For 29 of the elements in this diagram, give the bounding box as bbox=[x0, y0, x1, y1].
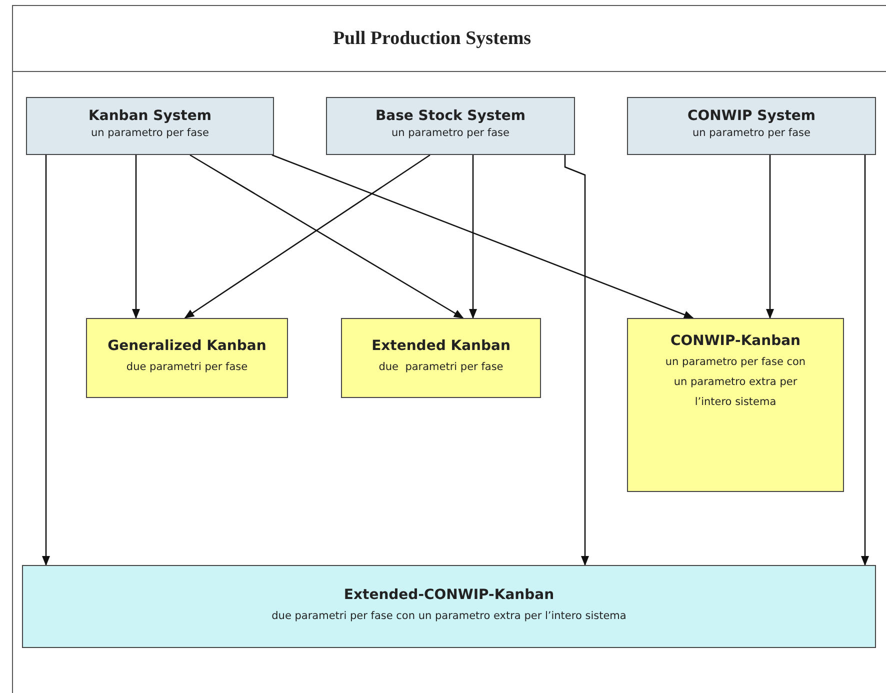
system-box bbox=[627, 97, 876, 155]
arrow bbox=[469, 155, 477, 319]
box-description: un parametro per fase bbox=[692, 126, 810, 141]
arrow bbox=[766, 155, 774, 319]
box-description: due parametri per fase con un parametro extra per l’intero sistema bbox=[272, 608, 626, 624]
variant-box bbox=[627, 318, 844, 492]
box-heading: Extended-CONWIP-Kanban bbox=[344, 586, 554, 603]
box-description: un parametro per fase bbox=[91, 126, 209, 141]
system-box bbox=[326, 97, 575, 155]
combined-system-box bbox=[22, 565, 876, 648]
arrow bbox=[861, 155, 869, 566]
box-heading: CONWIP System bbox=[688, 108, 816, 124]
arrow bbox=[132, 155, 140, 319]
arrow bbox=[42, 155, 50, 566]
title: Pull Production Systems bbox=[332, 28, 532, 50]
system-box bbox=[26, 97, 274, 155]
box-description: due parametri per fase bbox=[378, 360, 504, 376]
box-description: un parametro per fase con un parametro extra per l’intero sistema bbox=[664, 355, 807, 410]
box-description: un parametro per fase bbox=[392, 126, 510, 141]
box-heading: Kanban System bbox=[88, 108, 212, 124]
box-description: due parametri per fase bbox=[126, 360, 248, 376]
variant-box bbox=[86, 318, 288, 398]
arrow bbox=[272, 154, 694, 319]
variant-box bbox=[341, 318, 541, 398]
arrow bbox=[564, 155, 589, 566]
box-heading: Generalized Kanban bbox=[108, 338, 266, 354]
box-heading: Base Stock System bbox=[375, 108, 526, 124]
box-heading: CONWIP-Kanban bbox=[670, 333, 801, 349]
box-heading: Extended Kanban bbox=[372, 338, 510, 354]
